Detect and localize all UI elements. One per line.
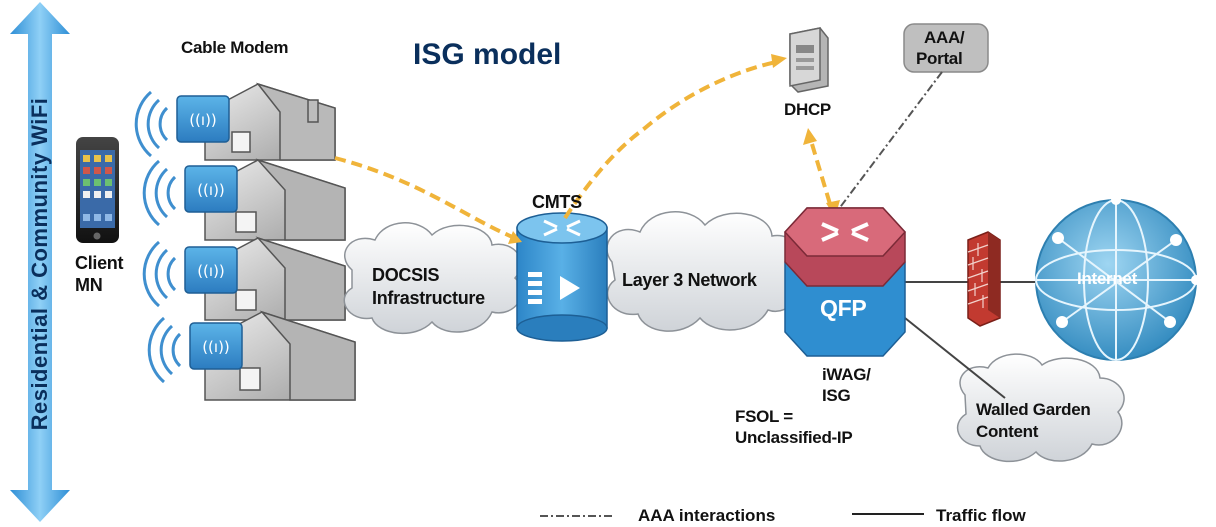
docsis-label: DOCSIS [372, 265, 440, 285]
wifi-modems-group: ((ı)) ((ı)) ((ı)) ((ı)) [134, 90, 243, 384]
svg-text:((ı)): ((ı)) [197, 262, 225, 280]
wifi-waves-icon [142, 159, 177, 227]
wifi-waves-icon [142, 240, 177, 308]
aaa-portal-box [903, 23, 989, 73]
svg-text:((ı)): ((ı)) [189, 111, 217, 129]
side-label: Residential & Community WiFi [27, 97, 52, 431]
fsol-label: FSOL = [735, 407, 793, 426]
layer3-label: Layer 3 Network [622, 270, 757, 290]
house-icon [204, 82, 336, 161]
aaa-label: AAA/ [924, 28, 965, 47]
mn-label: MN [75, 275, 103, 295]
dhcp-path-arrows [334, 60, 832, 240]
portal-label: Portal [916, 49, 963, 68]
client-phone-icon [76, 137, 119, 243]
cable-modem-icon: ((ı)) [189, 322, 243, 370]
svg-text:((ı)): ((ı)) [202, 338, 230, 356]
svg-text:((ı)): ((ı)) [197, 181, 225, 199]
iwag-isg-router-icon [783, 207, 907, 357]
legend-traffic-label: Traffic flow [936, 506, 1026, 525]
client-label: Client [75, 253, 124, 273]
internet-globe-icon [1035, 195, 1201, 361]
cable-modem-icon: ((ı)) [184, 246, 238, 294]
house-icon [204, 158, 346, 241]
traffic-flow-lines [904, 281, 1038, 399]
wifi-waves-icon [134, 90, 169, 158]
iwag-label: iWAG/ [822, 365, 871, 384]
dhcp-label: DHCP [784, 100, 831, 119]
dhcp-server-icon [789, 27, 829, 93]
cable-modem-label: Cable Modem [181, 38, 289, 57]
vertical-double-arrow [10, 2, 70, 522]
cable-modem-icon: ((ı)) [176, 95, 230, 143]
legend-aaa-label: AAA interactions [638, 506, 776, 525]
cmts-label: CMTS [532, 192, 582, 212]
firewall-icon [967, 231, 1001, 327]
docsis-label-line2: Infrastructure [372, 288, 485, 308]
walled-garden-label: Walled Garden [976, 400, 1091, 419]
walled-garden-label-line2: Content [976, 422, 1039, 441]
fsol-label-line2: Unclassified-IP [735, 428, 853, 447]
wifi-waves-icon [147, 316, 182, 384]
diagram-title: ISG model [413, 38, 562, 71]
isg-label: ISG [822, 386, 851, 405]
qfp-label: QFP [820, 295, 867, 321]
internet-label: Internet [1077, 269, 1137, 288]
docsis-cloud-icon [343, 222, 523, 335]
walled-garden-cloud-icon [956, 353, 1125, 463]
cmts-router-icon [516, 212, 608, 342]
house-icon [204, 236, 346, 321]
aaa-interaction-line [825, 71, 943, 227]
cable-modem-icon: ((ı)) [184, 165, 238, 213]
